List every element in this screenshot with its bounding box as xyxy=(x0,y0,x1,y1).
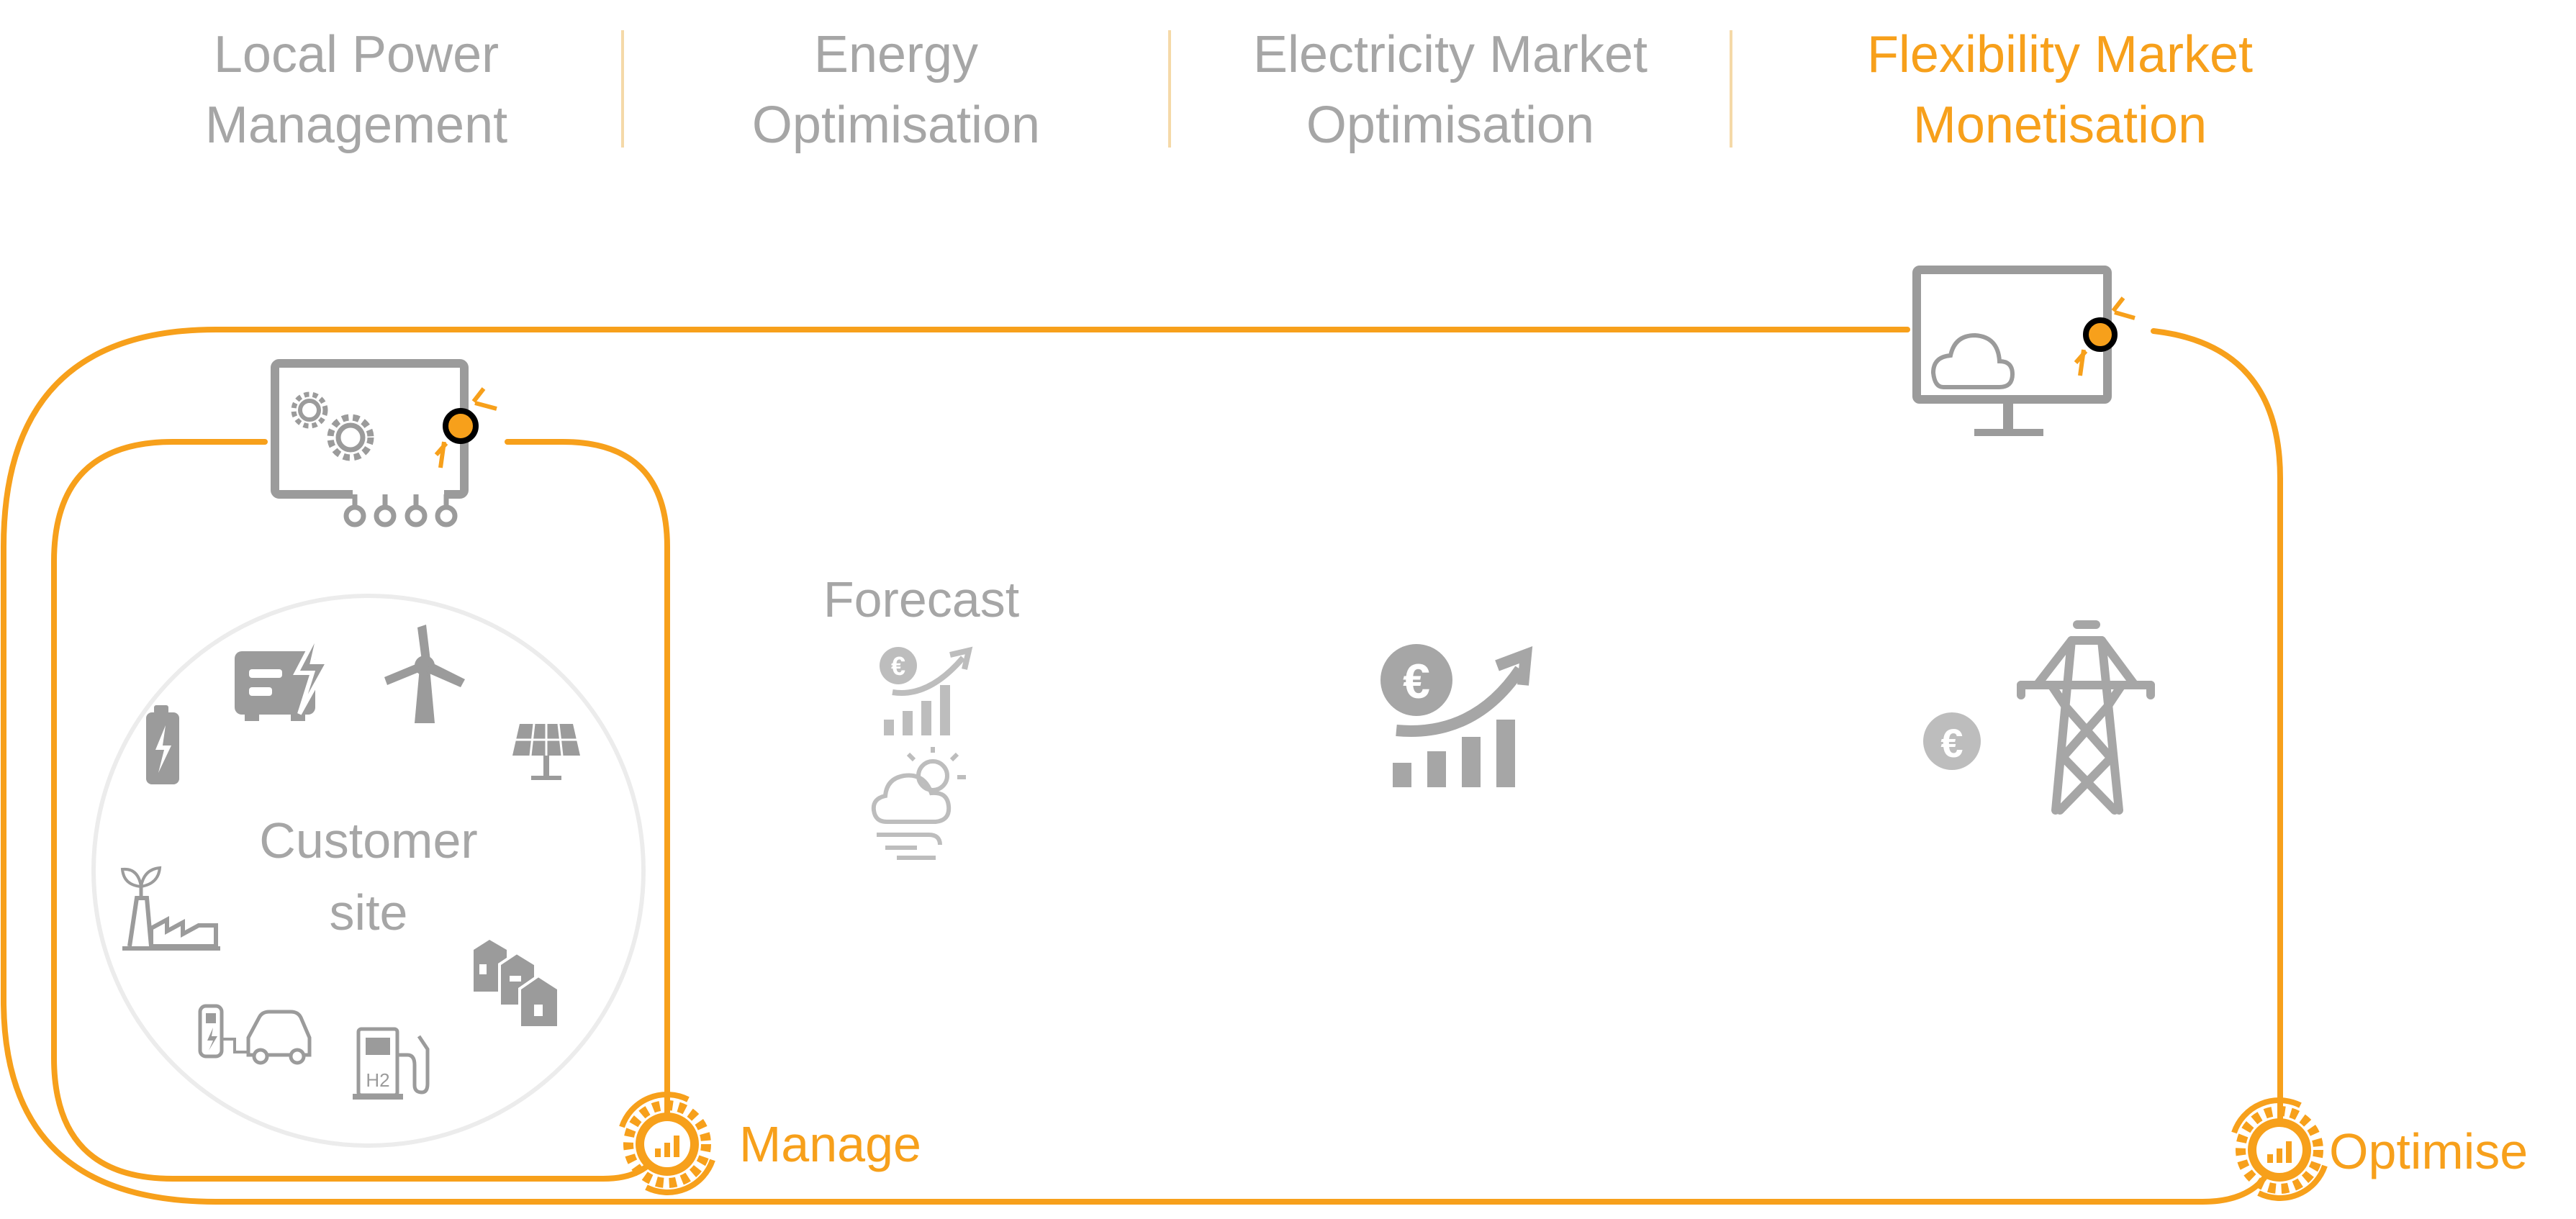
battery-icon xyxy=(146,705,179,784)
euro-trend-icon: € xyxy=(1380,644,1533,787)
hydrogen-station-icon: H2 xyxy=(353,1027,430,1100)
cloud-monitor-icon xyxy=(1912,266,2136,436)
customer-site-label-line2: site xyxy=(330,884,408,941)
stage-title-line1: Flexibility Market xyxy=(1867,26,2253,83)
stage-local-power-management: Local Power Management xyxy=(205,26,507,154)
customer-site-circle xyxy=(91,594,646,1148)
svg-text:H2: H2 xyxy=(366,1069,389,1091)
wind-turbine-icon xyxy=(384,625,465,723)
stage-title-line1: Local Power xyxy=(214,26,499,83)
green-factory-icon xyxy=(120,866,220,951)
customer-site-label-line1: Customer xyxy=(259,812,477,869)
manage-loop xyxy=(51,439,670,1182)
manage-label: Manage xyxy=(739,1116,921,1172)
houses-icon xyxy=(474,940,560,1029)
ev-charger-icon xyxy=(198,1004,312,1065)
manage-cycle-icon xyxy=(619,1092,715,1195)
stage-title-line2: Optimisation xyxy=(752,96,1040,154)
weather-icon xyxy=(871,747,966,860)
optimise-cycle-icon xyxy=(2231,1097,2328,1201)
stage-electricity-market-optimisation: Electricity Market Optimisation xyxy=(1253,26,1648,154)
stage-title-line1: Energy xyxy=(814,26,978,83)
edge-controller-icon xyxy=(271,359,497,527)
forecast-price-icon: € xyxy=(880,646,973,735)
euro-pylon-icon: € xyxy=(1923,620,2155,815)
stage-title-line2: Management xyxy=(205,96,507,154)
svg-text:€: € xyxy=(1403,654,1430,709)
forecast-label: Forecast xyxy=(823,571,1019,627)
optimise-loop xyxy=(1,327,2283,1205)
stage-title-line2: Monetisation xyxy=(1913,96,2207,154)
optimise-label: Optimise xyxy=(2329,1123,2528,1179)
svg-text:€: € xyxy=(891,651,905,681)
stage-title-line2: Optimisation xyxy=(1306,96,1594,154)
stage-flexibility-market-monetisation: Flexibility Market Monetisation xyxy=(1867,26,2253,154)
svg-text:€: € xyxy=(1940,720,1963,766)
solar-panel-icon xyxy=(512,723,580,780)
stage-title-line1: Electricity Market xyxy=(1253,26,1648,83)
stage-energy-optimisation: Energy Optimisation xyxy=(752,26,1040,154)
generator-icon xyxy=(235,626,333,721)
